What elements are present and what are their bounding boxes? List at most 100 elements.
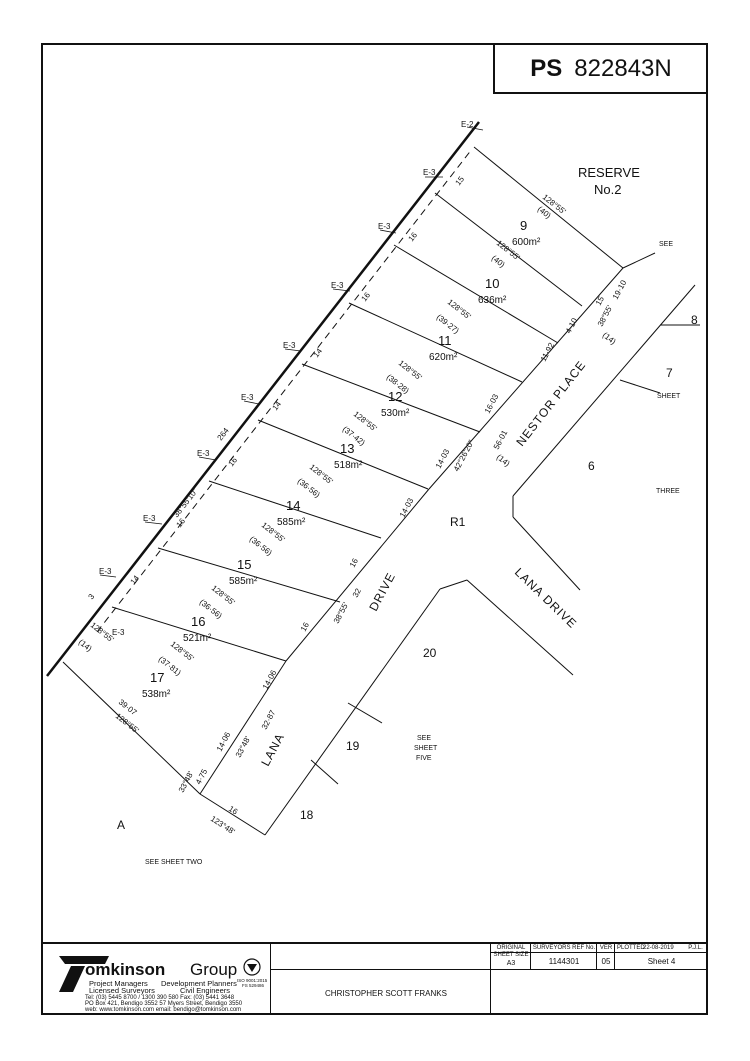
easement-label: E-3 bbox=[143, 514, 156, 523]
bearing-label: 128°55' bbox=[397, 358, 424, 382]
distance-label: 15 bbox=[594, 294, 606, 307]
service-label: Project Managers bbox=[89, 979, 148, 988]
distance-label: 16 bbox=[299, 620, 311, 633]
distance-label: 16 bbox=[359, 290, 372, 303]
lot-number: 13 bbox=[340, 441, 354, 456]
lot-area: 636m² bbox=[478, 295, 507, 306]
ref-label: SURVEYORS REF No. bbox=[532, 945, 596, 951]
distance-label: 32 bbox=[351, 586, 363, 599]
plotted-date: 22-08-2019 bbox=[643, 945, 674, 951]
reserve-label: RESERVE bbox=[578, 165, 640, 180]
bearing-label: 38°55' bbox=[596, 303, 615, 328]
distance-label: 14·06 bbox=[261, 668, 279, 691]
iso-label: ISO 9001:2015 bbox=[237, 978, 268, 983]
distance-label: 3 bbox=[86, 592, 96, 601]
see-sheet-five: SHEET bbox=[414, 745, 438, 752]
easement-label: E-3 bbox=[112, 628, 125, 637]
distance-label: (40) bbox=[490, 253, 507, 269]
lot-number: 9 bbox=[520, 218, 527, 233]
lot-number: 16 bbox=[191, 614, 205, 629]
lot-number: 15 bbox=[237, 557, 251, 572]
easement-label: E-3 bbox=[283, 341, 296, 350]
lot-number: 12 bbox=[388, 389, 402, 404]
bearing-label: 128°55' bbox=[210, 583, 237, 607]
logo-name: omkinson bbox=[85, 960, 166, 979]
bearing-label: 38°55'10" bbox=[171, 487, 199, 520]
lot-number: 7 bbox=[666, 366, 673, 380]
lot-label-a: A bbox=[117, 818, 125, 832]
logo-group: Group bbox=[190, 960, 238, 979]
plan-frame bbox=[41, 43, 708, 1015]
lot-area: 518m² bbox=[334, 460, 363, 471]
bearing-label: 128°55' bbox=[114, 711, 141, 735]
sheet-label: SHEET bbox=[657, 393, 681, 400]
distance-label: 32·87 bbox=[260, 708, 278, 731]
road-name-lana: LANA bbox=[258, 731, 287, 769]
distance-label: (14) bbox=[495, 452, 512, 468]
orig-size-label: ORIGINAL SHEET SIZE bbox=[493, 945, 529, 958]
bearing-label: 128°55' bbox=[352, 409, 379, 433]
reserve-r1: R1 bbox=[450, 515, 466, 529]
plotted-label: PLOTTED bbox=[617, 945, 645, 951]
see-sheet-five: SEE bbox=[417, 735, 431, 742]
distance-label: 16·03 bbox=[483, 392, 501, 415]
easement-label: E-3 bbox=[197, 449, 210, 458]
ref-value: 1144301 bbox=[548, 957, 580, 966]
lot-number: 8 bbox=[691, 313, 698, 327]
distance-label: 16 bbox=[226, 455, 239, 468]
distance-label: 14 bbox=[270, 399, 283, 412]
easement-label: E-3 bbox=[99, 567, 112, 576]
lot-number: 18 bbox=[300, 808, 314, 822]
distance-label: (36·56) bbox=[296, 476, 322, 499]
easement-label: E-3 bbox=[331, 281, 344, 290]
distance-label: (14) bbox=[77, 637, 94, 653]
bearing-label: 123°48' bbox=[209, 814, 237, 836]
lot-number: 11 bbox=[438, 333, 452, 348]
distance-label: (36·56) bbox=[248, 534, 274, 557]
distance-label: 264 bbox=[215, 426, 231, 442]
distance-label: 14 bbox=[128, 573, 141, 586]
distance-label: 19·10 bbox=[611, 278, 629, 301]
tomkinson-logo-icon bbox=[59, 956, 109, 992]
service-label: Licensed Surveyors bbox=[89, 986, 155, 995]
contact-line: web: www.tomkinson.com email: bendigo@to… bbox=[85, 1007, 242, 1013]
lot-area: 530m² bbox=[381, 408, 410, 419]
distance-label: (14) bbox=[601, 330, 618, 346]
distance-label: 16 bbox=[348, 556, 360, 569]
iso-cert: FS 529486 bbox=[242, 983, 265, 988]
three-label: THREE bbox=[656, 488, 680, 495]
lot-number: 10 bbox=[485, 276, 499, 291]
ver-value: 05 bbox=[601, 957, 611, 966]
distance-label: 16 bbox=[227, 804, 240, 817]
road-name-nestor-place: NESTOR PLACE bbox=[513, 358, 588, 449]
bearing-label: 38°55' bbox=[332, 600, 351, 625]
plan-info-table: ORIGINAL SHEET SIZE A3 SURVEYORS REF No.… bbox=[491, 944, 708, 969]
distance-label: 14·06 bbox=[215, 730, 233, 753]
sheet-number: Sheet 4 bbox=[647, 957, 676, 966]
firm-logo-block: omkinson Group Project Managers Licensed… bbox=[41, 944, 271, 1015]
see-sheet-five: FIVE bbox=[416, 755, 432, 762]
iso-seal-icon bbox=[243, 958, 261, 976]
easement-label: E-3 bbox=[423, 168, 436, 177]
lot-area: 585m² bbox=[277, 517, 306, 528]
bearing-label: 128°55' bbox=[308, 462, 335, 486]
lot-area: 521m² bbox=[183, 633, 212, 644]
plan-number: 822843N bbox=[574, 54, 672, 82]
subdivision-boundary bbox=[46, 121, 480, 677]
distance-label: 15 bbox=[453, 174, 466, 187]
orig-size-value: A3 bbox=[506, 960, 516, 967]
lot-area: 585m² bbox=[229, 576, 258, 587]
ver-label: VER bbox=[599, 945, 613, 951]
lot-area: 620m² bbox=[429, 352, 458, 363]
lot-area: 538m² bbox=[142, 689, 171, 700]
distance-label: 56·01 bbox=[492, 428, 510, 451]
bearing-label: 128°55' bbox=[446, 297, 473, 321]
distance-label: 4·10 bbox=[564, 316, 580, 335]
reserve-number: No.2 bbox=[594, 182, 621, 197]
distance-label: 16 bbox=[406, 230, 419, 243]
contact-line: PO Box 421, Bendigo 3552 57 Myers Street… bbox=[85, 1001, 243, 1007]
service-label: Civil Engineers bbox=[180, 986, 231, 995]
lot-area: 600m² bbox=[512, 237, 541, 248]
lot-number: 14 bbox=[286, 498, 300, 513]
